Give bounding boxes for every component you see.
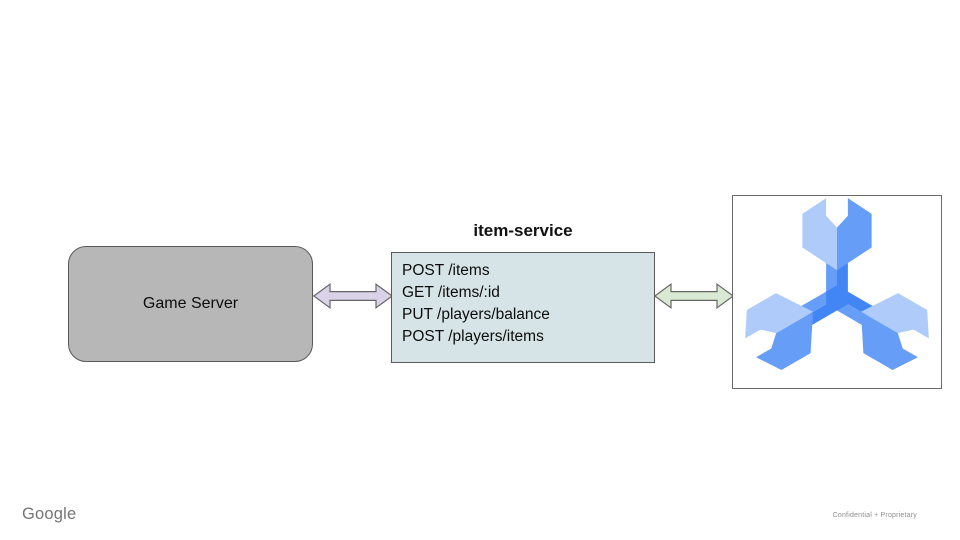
endpoint-line: POST /items	[402, 262, 490, 279]
bidirectional-arrow-service-to-spanner	[654, 283, 734, 309]
bidirectional-arrow-game-to-service	[313, 283, 393, 309]
google-logo: Google	[22, 505, 77, 523]
confidential-note: Confidential + Proprietary	[832, 512, 917, 519]
item-service-title: item-service	[473, 221, 573, 240]
endpoint-line: GET /items/:id	[402, 284, 500, 301]
cloud-spanner-icon	[745, 198, 929, 370]
game-server-label: Game Server	[142, 295, 239, 312]
game-server-node: Game Server	[68, 246, 313, 362]
cloud-spanner-box	[732, 195, 942, 389]
item-service-node: POST /items GET /items/:id PUT /players/…	[391, 252, 655, 363]
endpoint-line: PUT /players/balance	[402, 306, 550, 323]
endpoint-line: POST /players/items	[402, 328, 544, 345]
